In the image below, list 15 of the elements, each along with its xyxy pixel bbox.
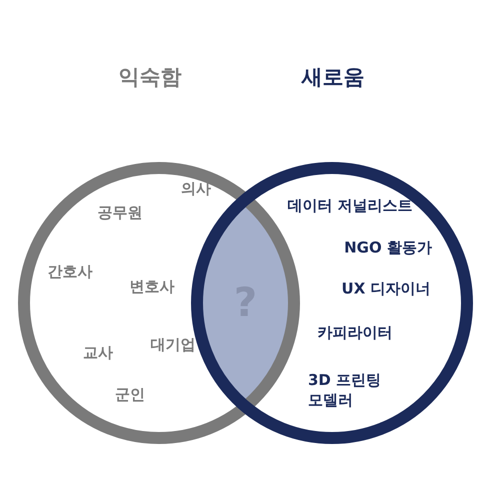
item-label: 대기업 [150, 336, 196, 354]
circle-heading: 새로움 [302, 64, 364, 91]
item-label: 간호사 [48, 262, 92, 282]
item-label: 교사 [83, 344, 113, 362]
item-label: 변호사 [130, 278, 174, 296]
item-label: 의사 [181, 180, 211, 198]
item-label: 공무원 [98, 204, 142, 222]
item-label: 데이터 저널리스트 [287, 196, 413, 216]
question-mark: ? [234, 280, 258, 326]
item-label: 카피라이터 [318, 324, 392, 342]
item-label: UX 디자이너 [342, 280, 430, 298]
item-label: 3D 프린팅 모델러 [308, 370, 392, 410]
circle-heading: 익숙함 [118, 64, 182, 91]
item-label: 군인 [115, 386, 145, 404]
item-label: NGO 활동가 [344, 238, 432, 258]
